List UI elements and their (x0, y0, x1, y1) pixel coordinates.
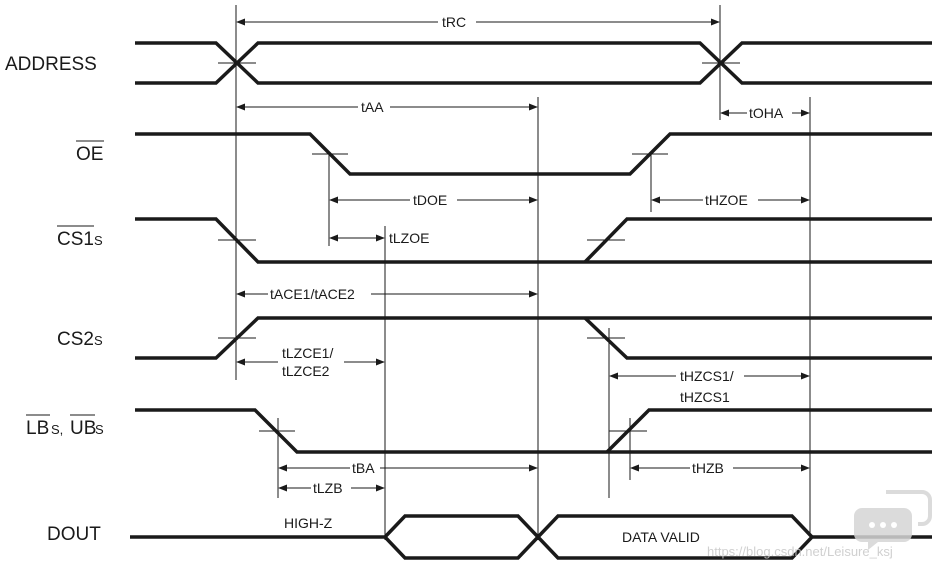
oe-label: OE (76, 140, 104, 165)
lb-label-text: LB (26, 418, 49, 439)
tlzb-arrow: tLZB (278, 480, 385, 496)
tace-arrow: tACE1/tACE2 (236, 286, 538, 302)
trc-arrow: tRC (236, 14, 720, 30)
cs2-label: CS2 S (57, 329, 103, 350)
cs1-label-suffix: S (94, 233, 103, 248)
cs1-label: CS1 S (57, 225, 103, 250)
cs1-waveform (135, 217, 932, 264)
tba-arrow: tBA (278, 460, 538, 476)
cs2-label-suffix: S (94, 333, 103, 348)
taa-arrow: tAA (236, 99, 538, 115)
watermark-text: https://blog.csdn.net/Leisure_ksj (707, 544, 893, 559)
toha-label: tOHA (749, 105, 784, 121)
tlzoe-label: tLZOE (389, 230, 429, 246)
chat-bubble-icon (854, 490, 932, 550)
thzcs-label-line2: tHZCS1 (680, 389, 730, 405)
dout-waveform (130, 514, 932, 560)
ub-label-text: UB (70, 418, 96, 439)
thzoe-label: tHZOE (705, 192, 748, 208)
cs1-label-text: CS1 (57, 229, 94, 250)
tdoe-label: tDOE (413, 192, 447, 208)
cs2-waveform (135, 316, 932, 360)
toha-arrow: tOHA (720, 105, 810, 121)
trc-label: tRC (442, 14, 466, 30)
cs2-label-text: CS2 (57, 329, 94, 350)
oe-waveform (135, 132, 932, 176)
tba-label: tBA (352, 460, 375, 476)
tlzce-label-line1: tLZCE1/ (282, 345, 333, 361)
thzcs-arrow: tHZCS1/ tHZCS1 (609, 367, 810, 407)
address-waveform (135, 41, 932, 85)
thzoe-arrow: tHZOE (651, 192, 810, 208)
high-z-label: HIGH-Z (284, 515, 333, 531)
address-label: ADDRESS (5, 54, 97, 75)
dout-label: DOUT (47, 524, 101, 545)
ub-label-suffix: S (95, 422, 104, 437)
reference-lines (235, 5, 811, 540)
lb-ub-label: LB S, UB S (26, 414, 104, 439)
thzcs-label-line1: tHZCS1/ (680, 368, 734, 384)
thzb-label: tHZB (692, 460, 724, 476)
tace-label: tACE1/tACE2 (270, 286, 355, 302)
lb-label-suffix: S, (51, 422, 63, 437)
data-valid-label: DATA VALID (622, 529, 700, 545)
tlzb-label: tLZB (313, 480, 343, 496)
tlzoe-arrow: tLZOE (329, 230, 429, 246)
watermark: https://blog.csdn.net/Leisure_ksj (707, 490, 932, 559)
tdoe-arrow: tDOE (329, 192, 538, 208)
oe-label-text: OE (76, 144, 103, 165)
thzb-arrow: tHZB (630, 460, 810, 476)
tlzce-label-line2: tLZCE2 (282, 363, 330, 379)
taa-label: tAA (361, 99, 384, 115)
lb-ub-waveform (135, 408, 932, 454)
tlzce-arrow: tLZCE1/ tLZCE2 (236, 345, 385, 381)
